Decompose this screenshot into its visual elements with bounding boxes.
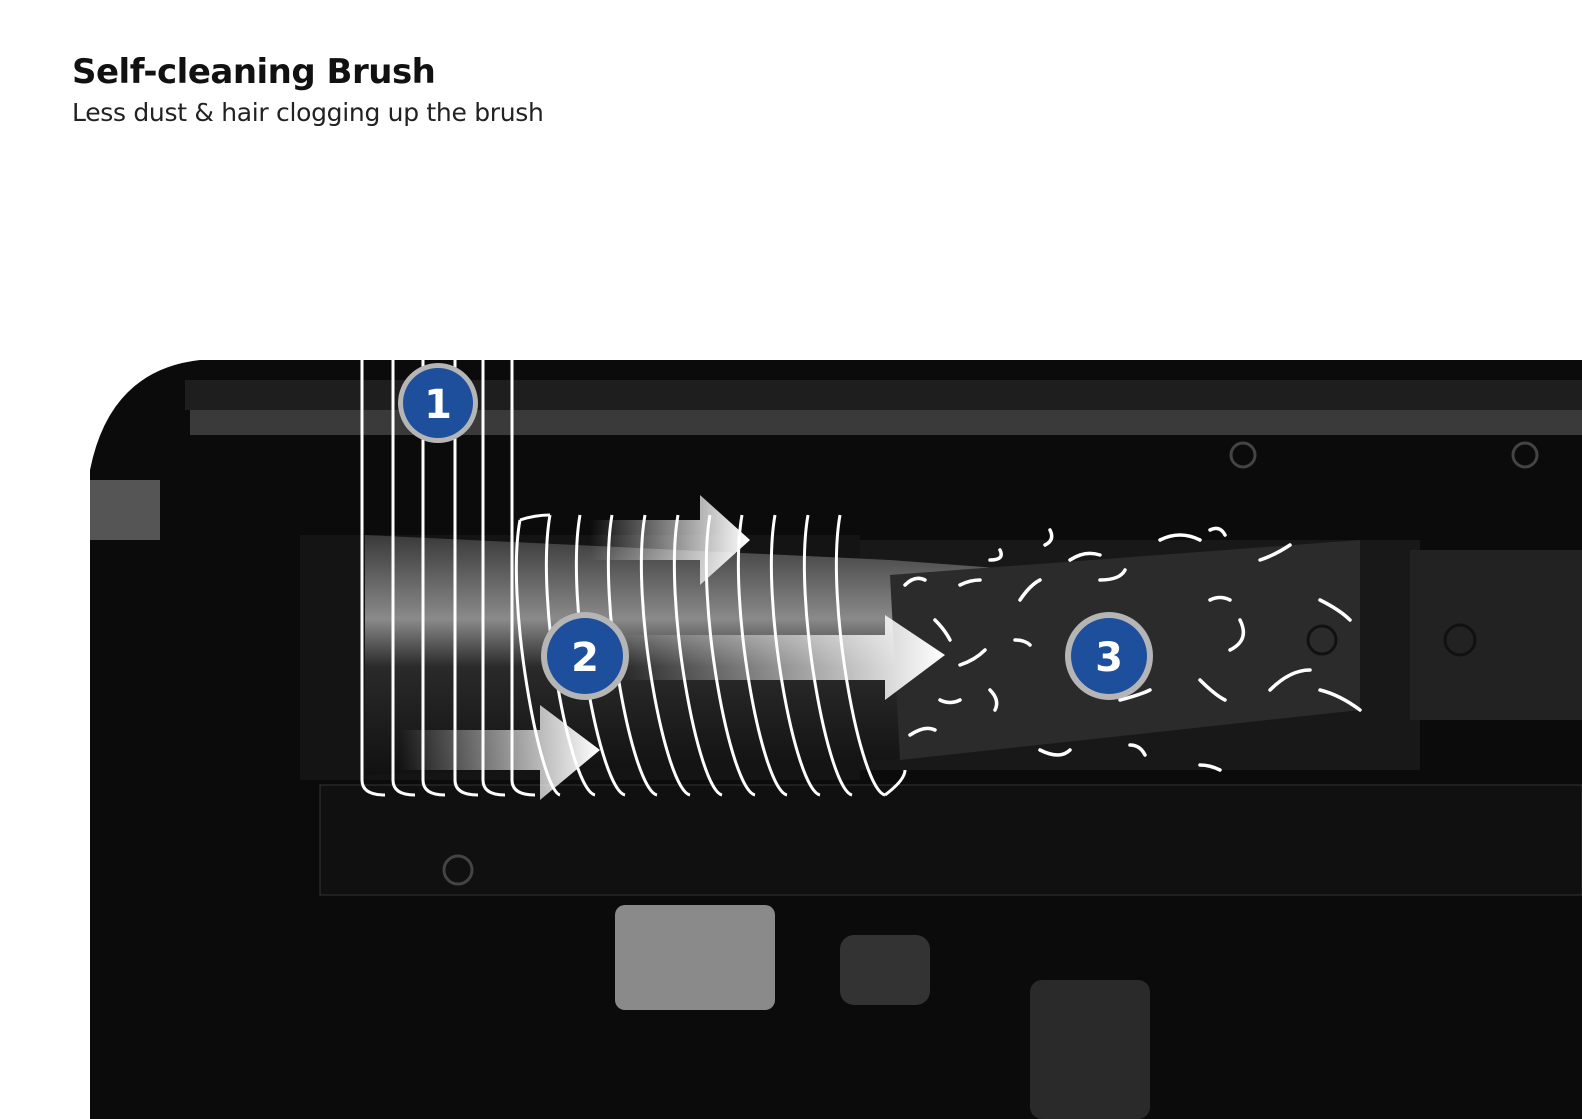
step-badge-1: 1 [398, 363, 478, 443]
screw-icon [442, 854, 474, 886]
arrow-right-icon [620, 615, 945, 700]
step-number: 2 [571, 635, 599, 681]
hair-strands [903, 526, 1362, 772]
step-number: 1 [424, 382, 452, 428]
release-latch [615, 905, 775, 1010]
step-badge-2: 2 [541, 612, 629, 700]
page-subtitle: Less dust & hair clogging up the brush [72, 98, 544, 127]
page-title: Self-cleaning Brush [72, 52, 436, 92]
arrow-right-icon [400, 705, 600, 800]
step-badge-3: 3 [1065, 612, 1153, 700]
comb-lines [360, 360, 536, 797]
arrow-right-icon [590, 495, 750, 585]
step-number: 3 [1095, 635, 1123, 681]
